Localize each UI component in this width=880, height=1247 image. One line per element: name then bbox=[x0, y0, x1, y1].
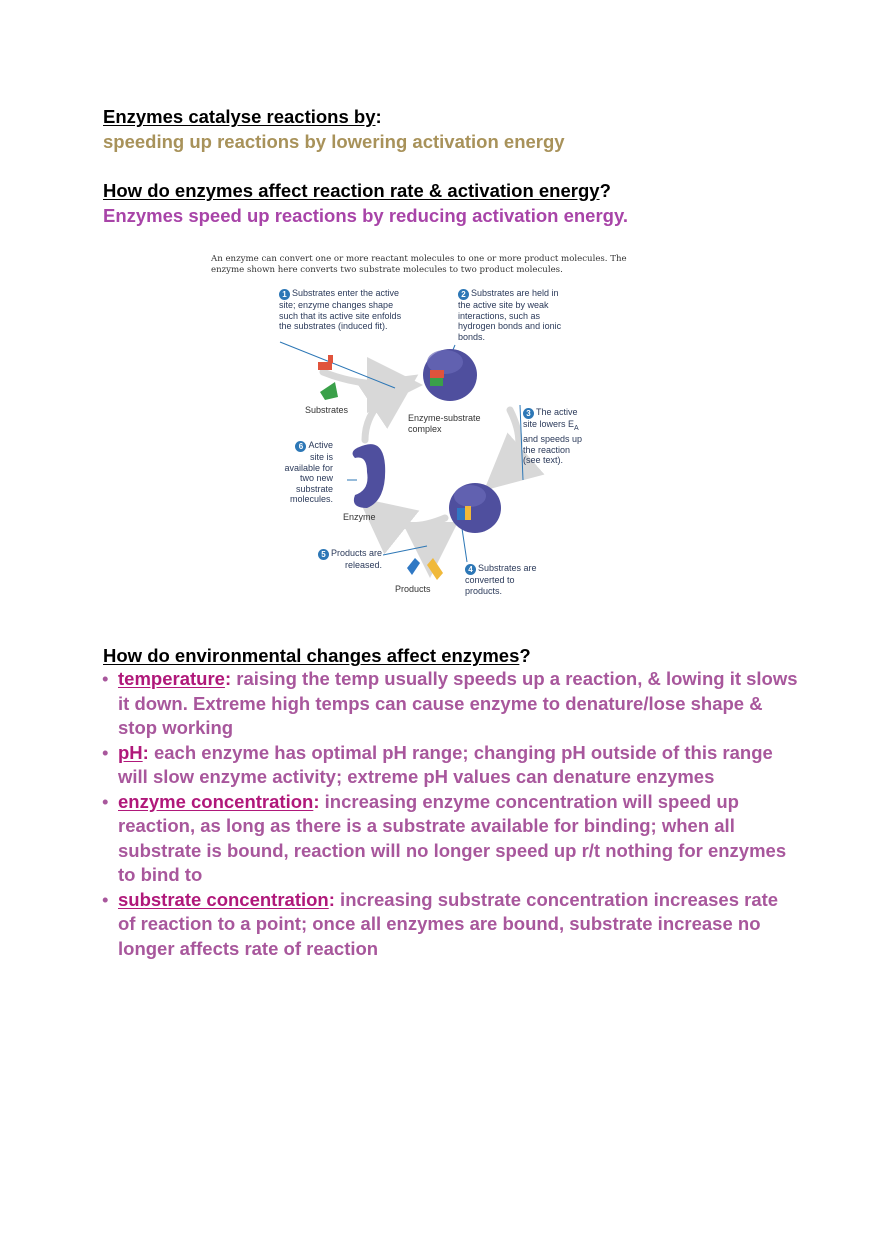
factor-substrate-concentration: • substrate concentration: increasing sub… bbox=[100, 888, 800, 962]
factor-colon: : bbox=[142, 741, 149, 763]
factor-colon: : bbox=[328, 888, 335, 910]
product-blue-icon bbox=[407, 558, 420, 575]
callout-number: 3 bbox=[523, 408, 534, 419]
factor-description: each enzyme has optimal pH range; changi… bbox=[118, 741, 773, 788]
callout-number: 6 bbox=[295, 441, 307, 452]
factor-ph: • pH: each enzyme has optimal pH range; c… bbox=[100, 741, 800, 790]
callout-text: Substrates enter the active site; enzyme… bbox=[279, 288, 402, 331]
label-substrates: Substrates bbox=[305, 405, 349, 415]
factor-term: pH bbox=[118, 741, 143, 763]
callout-text: Active site is available for two new sub… bbox=[284, 440, 333, 504]
callout-text: Substrates are converted to products. bbox=[465, 563, 537, 596]
answer-catalyse: speeding up reactions by lowering activa… bbox=[103, 131, 565, 152]
substrate-red-icon bbox=[318, 362, 332, 370]
label-products: Products bbox=[395, 584, 431, 594]
figure-caption: An enzyme can convert one or more reacta… bbox=[211, 254, 627, 275]
callout-number: 4 bbox=[465, 564, 476, 575]
bullet-icon: • bbox=[102, 790, 109, 812]
heading-text: How do environmental changes affect enzy… bbox=[103, 645, 520, 666]
factor-description: increasing substrate concentration incre… bbox=[118, 888, 779, 959]
factor-colon: : bbox=[313, 790, 320, 812]
cycle-arrows bbox=[319, 356, 545, 578]
heading-suffix: ? bbox=[519, 645, 531, 666]
callout-number: 2 bbox=[458, 289, 469, 300]
callout-text: The active site lowers E bbox=[523, 407, 578, 429]
callout-text: Substrates are held in the active site b… bbox=[458, 288, 562, 342]
answer-reaction-rate: Enzymes speed up reactions by reducing a… bbox=[103, 205, 629, 226]
bullet-icon: • bbox=[102, 668, 109, 689]
heading-reaction-rate: How do enzymes affect reaction rate & ac… bbox=[103, 180, 611, 202]
label-enzyme-substrate-complex: Enzyme-substrate complex bbox=[408, 413, 481, 434]
product-yellow-icon bbox=[427, 558, 443, 580]
factor-description: raising the temp usually speeds up a rea… bbox=[118, 668, 798, 738]
environmental-factors-list: • temperature: raising the temp usually s… bbox=[100, 667, 800, 961]
callout-subscript: A bbox=[574, 424, 579, 432]
arrow-products-down bbox=[402, 521, 459, 578]
enzyme-cycle-diagram bbox=[279, 341, 545, 580]
factor-colon: : bbox=[224, 668, 232, 689]
factor-enzyme-concentration: • enzyme concentration: increasing enzyme… bbox=[100, 790, 800, 888]
substrate-red-tab bbox=[328, 355, 333, 363]
enzyme-converting-icon bbox=[449, 483, 501, 533]
enzyme-cycle-figure: An enzyme can convert one or more reacta… bbox=[205, 250, 665, 600]
factor-term: substrate concentration bbox=[118, 888, 329, 910]
callout-text: Products are released. bbox=[330, 548, 382, 570]
heading-suffix: : bbox=[375, 106, 382, 127]
bullet-icon: • bbox=[102, 741, 109, 763]
heading-text: How do enzymes affect reaction rate & ac… bbox=[103, 180, 600, 201]
heading-text: Enzymes catalyse reactions by bbox=[103, 106, 376, 127]
heading-suffix: ? bbox=[599, 180, 611, 201]
callout-text: and speeds up the reaction (see text). bbox=[523, 434, 583, 466]
callout-number: 5 bbox=[317, 549, 329, 560]
bullet-icon: • bbox=[102, 888, 109, 910]
label-enzyme: Enzyme bbox=[343, 512, 376, 522]
factor-term: enzyme concentration bbox=[118, 790, 314, 812]
factor-term: temperature bbox=[118, 668, 225, 689]
factor-description: increasing enzyme concentration will spe… bbox=[118, 790, 787, 886]
arrow-return bbox=[356, 374, 419, 444]
substrate-green-icon bbox=[320, 382, 338, 400]
enzyme-icon bbox=[352, 444, 386, 508]
enzyme-substrate-complex-icon bbox=[423, 349, 477, 401]
heading-enzymes-catalyse: Enzymes catalyse reactions by: bbox=[103, 106, 382, 128]
callout-number: 1 bbox=[279, 289, 290, 300]
heading-environmental-changes: How do environmental changes affect enzy… bbox=[103, 645, 531, 667]
arrow-complex-to-convert bbox=[483, 406, 545, 491]
factor-temperature: • temperature: raising the temp usually s… bbox=[100, 667, 800, 741]
